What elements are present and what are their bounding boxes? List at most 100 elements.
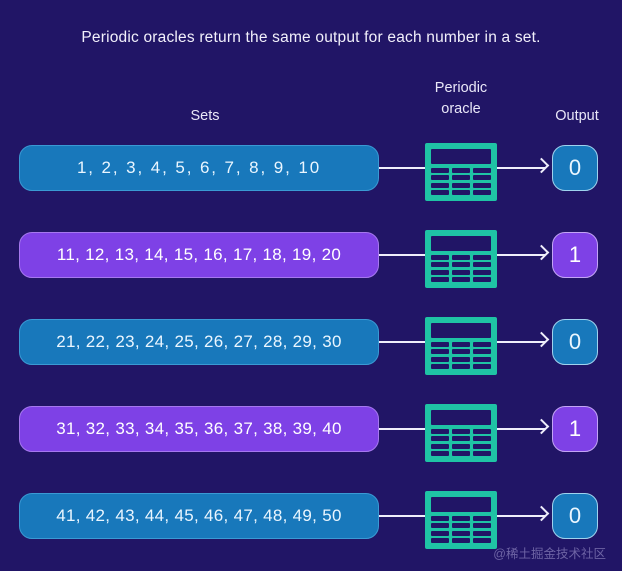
oracle-row: 41, 42, 43, 44, 45, 46, 47, 48, 49, 50 0 (0, 491, 622, 549)
connector-line-right (497, 515, 545, 517)
connector-line-left (379, 167, 427, 169)
oracle-icon-cell (473, 436, 491, 442)
oracle-icon-cell (431, 175, 449, 181)
oracle-icon-cell (473, 277, 491, 282)
set-pill[interactable]: 31, 32, 33, 34, 35, 36, 37, 38, 39, 40 (19, 406, 379, 452)
oracle-icon-cell (452, 436, 470, 442)
oracle-icon-grid (431, 516, 491, 543)
oracle-icon-cell (473, 356, 491, 362)
oracle-icon-cell (452, 349, 470, 355)
column-header-oracle-line2: oracle (441, 101, 481, 117)
oracle-icon-cell (431, 523, 449, 529)
output-badge[interactable]: 1 (552, 232, 598, 278)
connector-line-right (497, 167, 545, 169)
oracle-icon-cell (452, 356, 470, 362)
oracle-icon-cell (473, 523, 491, 529)
oracle-icon-cell (452, 255, 470, 260)
oracle-icon-cell (431, 364, 449, 369)
connector-line-right (497, 428, 545, 430)
oracle-icon-cell (431, 349, 449, 355)
oracle-icon-cell (452, 190, 470, 195)
oracle-icon-cell (473, 255, 491, 260)
arrow-right-icon (533, 244, 550, 261)
set-pill[interactable]: 1, 2, 3, 4, 5, 6, 7, 8, 9, 10 (19, 145, 379, 191)
oracle-icon-header-bar (431, 410, 491, 425)
oracle-icon-cell (452, 538, 470, 543)
oracle-row: 21, 22, 23, 24, 25, 26, 27, 28, 29, 30 0 (0, 317, 622, 375)
oracle-icon-cell (473, 451, 491, 456)
connector-line-right (497, 254, 545, 256)
oracle-icon-cell (452, 523, 470, 529)
connector-line-right (497, 341, 545, 343)
oracle-icon-cell (473, 530, 491, 536)
oracle-icon-cell (473, 342, 491, 347)
oracle-icon-cell (431, 190, 449, 195)
oracle-icon-cell (452, 364, 470, 369)
oracle-icon-cell (431, 516, 449, 521)
oracle-icon-cell (473, 182, 491, 188)
output-badge[interactable]: 1 (552, 406, 598, 452)
oracle-icon-cell (431, 451, 449, 456)
arrow-right-icon (533, 331, 550, 348)
oracle-icon-cell (473, 429, 491, 434)
oracle-icon-cell (452, 516, 470, 521)
oracle-icon-cell (431, 342, 449, 347)
oracle-icon-cell (452, 451, 470, 456)
oracle-icon-cell (452, 269, 470, 275)
oracle-icon-cell (473, 443, 491, 449)
arrow-right-icon (533, 505, 550, 522)
arrow-right-icon (533, 157, 550, 174)
oracle-icon-header-bar (431, 149, 491, 164)
output-badge[interactable]: 0 (552, 319, 598, 365)
connector-line-left (379, 515, 427, 517)
oracle-icon-cell (431, 356, 449, 362)
oracle-icon-cell (473, 364, 491, 369)
oracle-icon-cell (431, 436, 449, 442)
oracle-icon-cell (473, 538, 491, 543)
oracle-icon-cell (431, 443, 449, 449)
set-pill[interactable]: 11, 12, 13, 14, 15, 16, 17, 18, 19, 20 (19, 232, 379, 278)
oracle-icon-cell (431, 255, 449, 260)
oracle-icon-cell (431, 538, 449, 543)
periodic-oracle-table-icon[interactable] (425, 404, 497, 462)
oracle-icon-cell (452, 342, 470, 347)
oracle-icon-header-bar (431, 323, 491, 338)
oracle-icon-header-bar (431, 497, 491, 512)
oracle-icon-cell (473, 175, 491, 181)
set-pill[interactable]: 21, 22, 23, 24, 25, 26, 27, 28, 29, 30 (19, 319, 379, 365)
oracle-row: 31, 32, 33, 34, 35, 36, 37, 38, 39, 40 1 (0, 404, 622, 462)
oracle-icon-cell (431, 262, 449, 268)
column-header-sets: Sets (190, 108, 220, 124)
oracle-icon-cell (473, 349, 491, 355)
oracle-icon-cell (452, 175, 470, 181)
oracle-icon-cell (473, 516, 491, 521)
oracle-icon-grid (431, 255, 491, 282)
column-header-oracle: Periodic oracle (406, 78, 516, 120)
oracle-icon-cell (473, 168, 491, 173)
connector-line-left (379, 428, 427, 430)
periodic-oracle-table-icon[interactable] (425, 143, 497, 201)
output-badge[interactable]: 0 (552, 493, 598, 539)
oracle-row: 11, 12, 13, 14, 15, 16, 17, 18, 19, 20 1 (0, 230, 622, 288)
oracle-icon-cell (431, 530, 449, 536)
periodic-oracle-table-icon[interactable] (425, 317, 497, 375)
oracle-icon-cell (452, 443, 470, 449)
oracle-icon-grid (431, 342, 491, 369)
oracle-icon-cell (431, 182, 449, 188)
oracle-icon-cell (452, 277, 470, 282)
periodic-oracle-table-icon[interactable] (425, 230, 497, 288)
output-badge[interactable]: 0 (552, 145, 598, 191)
oracle-icon-cell (431, 277, 449, 282)
oracle-icon-cell (431, 429, 449, 434)
watermark: @稀土掘金技术社区 (493, 547, 606, 561)
oracle-icon-cell (431, 168, 449, 173)
column-header-output: Output (555, 108, 599, 124)
oracle-icon-cell (452, 168, 470, 173)
arrow-right-icon (533, 418, 550, 435)
connector-line-left (379, 254, 427, 256)
set-pill[interactable]: 41, 42, 43, 44, 45, 46, 47, 48, 49, 50 (19, 493, 379, 539)
oracle-icon-cell (473, 269, 491, 275)
periodic-oracle-table-icon[interactable] (425, 491, 497, 549)
oracle-icon-cell (452, 182, 470, 188)
